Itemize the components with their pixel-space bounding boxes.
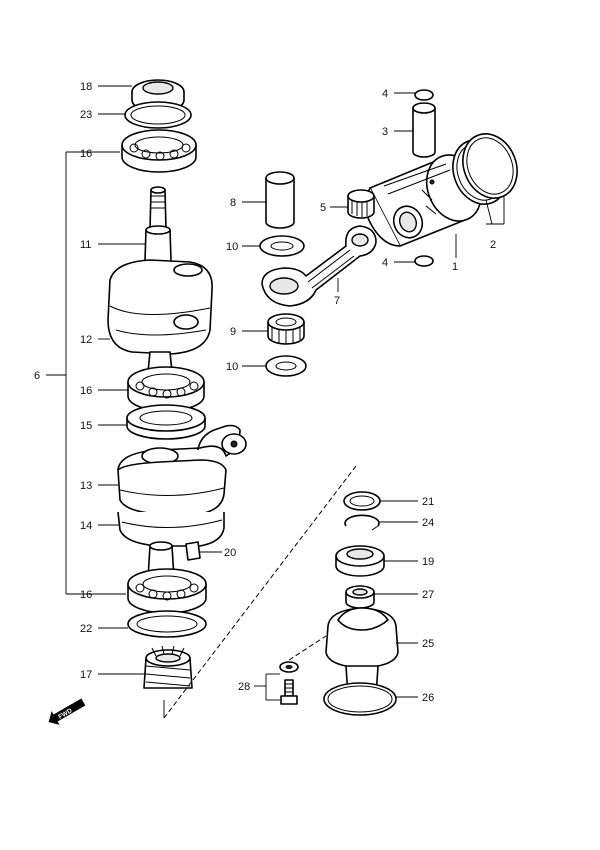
crank-pin-8	[265, 171, 295, 229]
callout-18: 18	[80, 81, 92, 93]
oil-seal-19	[335, 545, 385, 577]
callout-5: 5	[320, 202, 326, 214]
thrust-washer-10-upper	[259, 235, 305, 257]
callout-24: 24	[422, 517, 434, 529]
callout-4-lower: 4	[382, 257, 388, 269]
needle-bearing-9	[267, 313, 305, 345]
callout-13: 13	[80, 480, 92, 492]
callout-11: 11	[80, 239, 91, 251]
ball-bearing-16-lower	[127, 568, 207, 614]
bushing-27	[345, 585, 375, 609]
shim-ring-23	[124, 101, 192, 129]
forward-direction-badge: FWD	[48, 698, 86, 725]
callout-12: 12	[80, 334, 92, 346]
ball-bearing-16-middle	[127, 366, 205, 412]
thrust-washer-10-lower	[265, 355, 307, 377]
seal-ring-15	[126, 404, 206, 440]
callout-28: 28	[238, 681, 250, 693]
assembly-bracket-6	[46, 151, 126, 595]
callout-16-upper: 16	[80, 148, 92, 160]
callout-19: 19	[422, 556, 434, 568]
callout-10-upper: 10	[226, 241, 238, 253]
leader-lines	[98, 85, 457, 698]
crank-web-14	[117, 511, 225, 579]
needle-bearing-5	[347, 189, 375, 219]
piston-pin-3	[412, 102, 436, 158]
piston-rings-2	[452, 133, 518, 225]
callout-23: 23	[80, 109, 92, 121]
callout-1: 1	[452, 261, 458, 273]
circlip-4-lower	[414, 255, 434, 267]
callout-17: 17	[80, 669, 92, 681]
bolt-washer-28	[265, 635, 327, 705]
woodruff-key-20	[185, 541, 201, 561]
circlip-4-upper	[414, 89, 434, 101]
shim-ring-22	[127, 610, 207, 638]
callout-4-upper: 4	[382, 88, 388, 100]
o-ring-21	[343, 491, 381, 511]
callout-22: 22	[80, 623, 92, 635]
callout-9: 9	[230, 326, 236, 338]
connecting-rod-7	[261, 225, 377, 307]
callout-6: 6	[34, 370, 40, 382]
callout-16-lower: 16	[80, 589, 92, 601]
o-ring-26	[323, 682, 397, 716]
callout-labels: 18 23 16 11 12 6 16 15 13 14 20 16 22 17…	[34, 81, 496, 704]
callout-7: 7	[334, 295, 340, 307]
crank-web-13	[117, 424, 247, 515]
callout-14: 14	[80, 520, 92, 532]
callout-20: 20	[224, 547, 236, 559]
callout-3: 3	[382, 126, 388, 138]
callout-26: 26	[422, 692, 434, 704]
dashed-reference-line	[163, 465, 357, 719]
callout-2: 2	[490, 239, 496, 251]
callout-8: 8	[230, 197, 236, 209]
callout-21: 21	[422, 496, 434, 508]
ball-bearing-16-upper	[121, 129, 197, 173]
callout-27: 27	[422, 589, 434, 601]
callout-25: 25	[422, 638, 434, 650]
callout-15: 15	[80, 420, 92, 432]
drive-gear-17	[143, 645, 193, 689]
circlip-24	[344, 514, 380, 531]
callout-10-lower: 10	[226, 361, 238, 373]
callout-16-middle: 16	[80, 385, 92, 397]
crank-web-12	[107, 259, 213, 373]
